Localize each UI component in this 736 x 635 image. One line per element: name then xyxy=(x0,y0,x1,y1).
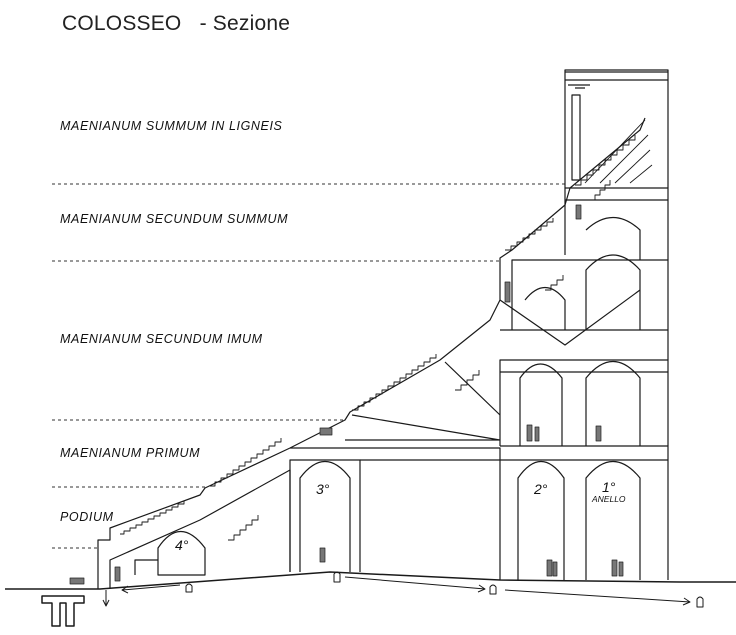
door-icon xyxy=(185,583,193,593)
inner-ramp xyxy=(345,361,501,441)
seat-steps xyxy=(120,135,636,535)
figure xyxy=(552,561,558,577)
upper-ramp xyxy=(499,289,641,346)
ring-caption: ANELLO xyxy=(591,494,626,504)
ground xyxy=(5,571,736,627)
diagram-title: COLOSSEO - Sezione xyxy=(62,12,290,36)
outer-facade xyxy=(228,69,669,580)
zone-label-podium: PODIUM xyxy=(60,510,114,524)
drain-icon xyxy=(41,595,85,627)
figure xyxy=(114,566,121,582)
zone-label-summum-in-ligneis: MAENIANUM SUMMUM IN LIGNEIS xyxy=(60,119,283,133)
figure xyxy=(69,577,85,585)
arrow xyxy=(102,590,110,607)
zone-label-secundum-summum: MAENIANUM SECUNDUM SUMMUM xyxy=(60,212,289,226)
figure xyxy=(575,204,582,220)
figure xyxy=(319,427,333,436)
arrow xyxy=(121,584,181,594)
cavea xyxy=(97,117,646,589)
ring-label-1: 1° xyxy=(602,479,616,495)
title-main: COLOSSEO xyxy=(62,12,182,35)
spectator-figures xyxy=(69,204,624,585)
door-icon xyxy=(489,584,497,595)
figure xyxy=(526,424,533,442)
figure xyxy=(611,559,618,577)
door-icon xyxy=(696,596,704,608)
circulation-arrows xyxy=(102,571,704,608)
ring-label-4: 4° xyxy=(175,537,189,553)
figure xyxy=(618,561,624,577)
figure xyxy=(546,559,553,577)
door-icon xyxy=(333,571,341,583)
figure xyxy=(319,547,326,563)
zone-dividers xyxy=(52,183,565,549)
ground-line xyxy=(5,571,736,590)
zone-label-primum: MAENIANUM PRIMUM xyxy=(60,446,201,460)
ring-label-2: 2° xyxy=(533,481,548,497)
arrow xyxy=(344,576,486,593)
arrow xyxy=(504,589,691,606)
figure xyxy=(504,281,511,303)
ring-label-3: 3° xyxy=(316,481,330,497)
cavea-outline xyxy=(97,117,646,589)
figure xyxy=(534,426,540,442)
figure xyxy=(595,425,602,442)
ring-3-arch xyxy=(289,447,501,580)
ring-4-vault xyxy=(134,531,206,576)
cavea-underside xyxy=(109,469,291,589)
zone-label-secundum-imum: MAENIANUM SECUNDUM IMUM xyxy=(60,332,263,346)
title-sub: - Sezione xyxy=(199,12,291,35)
